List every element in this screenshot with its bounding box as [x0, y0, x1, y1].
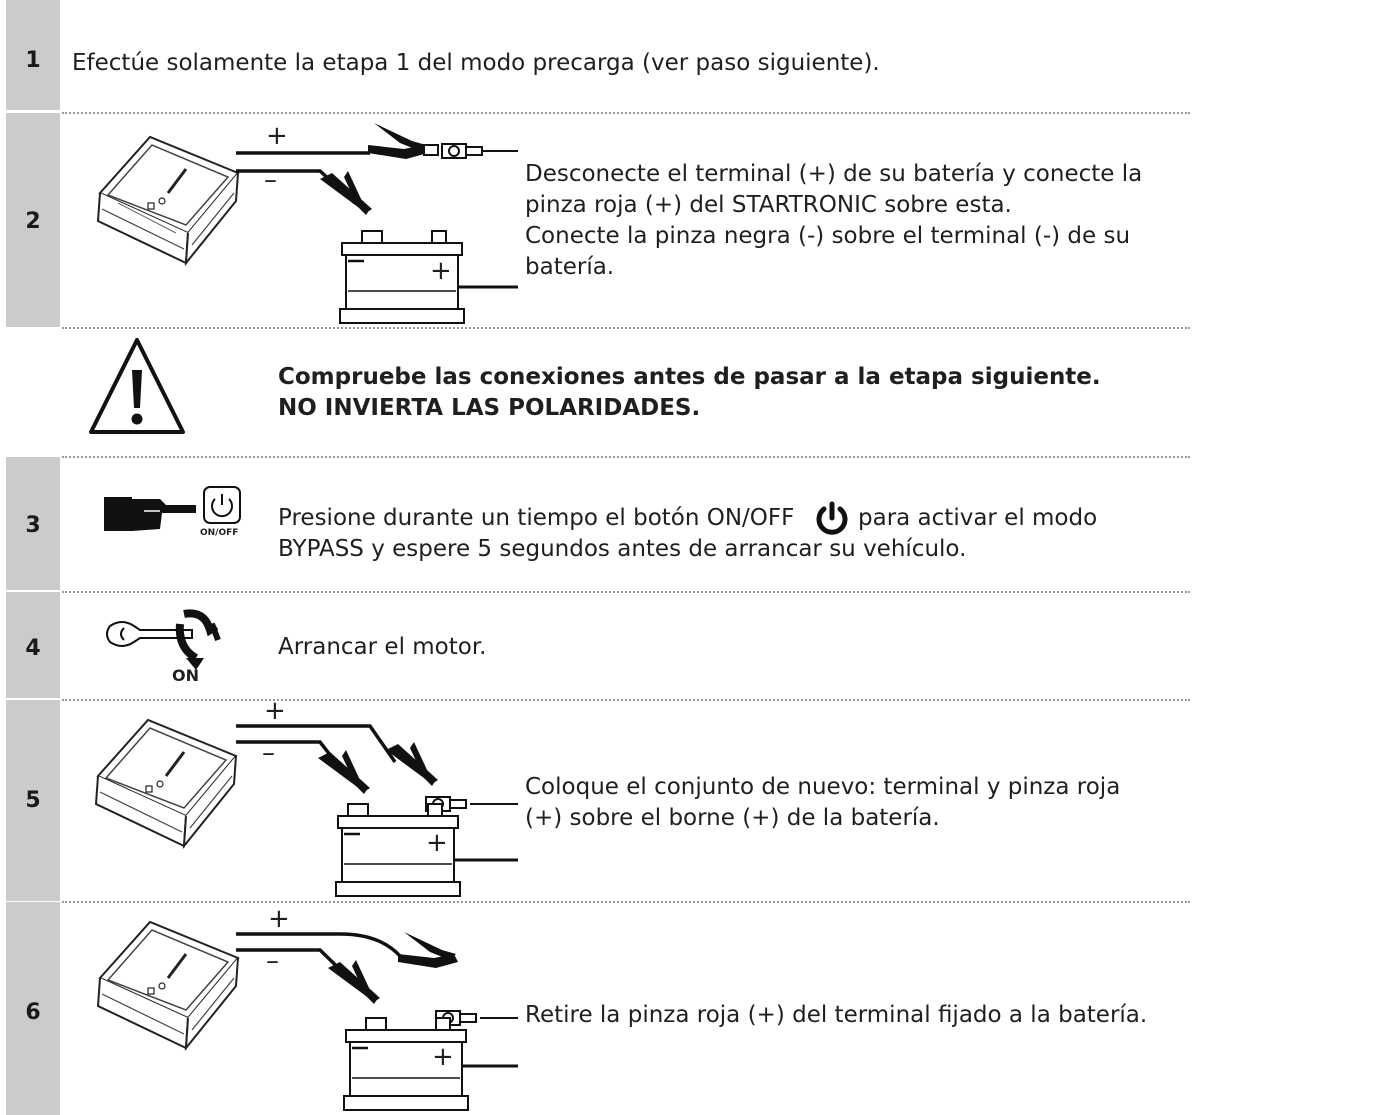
separator: [62, 456, 1190, 458]
red-clamp-icon: [398, 932, 458, 968]
plus-label: +: [266, 121, 288, 151]
step-5-text-line-1: Coloque el conjunto de nuevo: terminal y…: [525, 774, 1121, 800]
step-2-text-line-1: Desconecte el terminal (+) de su batería…: [525, 161, 1143, 187]
step-1: 1 Efectúe solamente la etapa 1 del modo …: [0, 0, 1190, 110]
step-number: 3: [25, 513, 41, 538]
power-symbol-icon: [816, 501, 848, 535]
separator: [62, 901, 1190, 903]
booster-device-icon: [96, 920, 240, 1052]
step-number: 1: [25, 48, 41, 73]
minus-label: –: [266, 946, 279, 976]
warning-text-line-1: Compruebe las conexiones antes de pasar …: [278, 364, 1101, 390]
step-3-text-line-1a: Presione durante un tiempo el botón ON/O…: [278, 505, 795, 531]
plus-label: +: [264, 696, 286, 726]
black-clamp-icon: [320, 171, 372, 215]
separator: [62, 327, 1190, 329]
red-clamp-icon: [368, 123, 439, 159]
step-4: 4 ON Arrancar el motor.: [0, 592, 1190, 698]
step-number: 5: [25, 788, 41, 813]
minus-label: –: [264, 165, 277, 195]
separator: [62, 591, 1190, 593]
battery-plus-label: +: [426, 828, 448, 858]
on-off-button-label: ON/OFF: [200, 528, 239, 538]
step-number-cell: [6, 113, 60, 327]
step-number-cell: [6, 592, 60, 698]
black-clamp-icon: [328, 960, 380, 1004]
warning-triangle-icon: [89, 338, 185, 434]
booster-device-icon: [94, 718, 238, 850]
key-on-label: ON: [172, 666, 199, 685]
power-button-icon: [203, 486, 241, 524]
step-number-cell: [6, 457, 60, 590]
step-6: 6 + – + Retire la pin: [0, 902, 1190, 1115]
minus-label: –: [262, 738, 275, 768]
step-number-cell: [6, 700, 60, 901]
red-clamp-icon: [386, 742, 438, 786]
step-2-text-line-4: batería.: [525, 254, 615, 280]
separator: [62, 699, 1190, 701]
step-2: 2 Desconecte el terminal (+) de su bater…: [0, 113, 1190, 327]
step-number: 6: [25, 1000, 41, 1025]
pointing-hand-icon: [104, 497, 196, 531]
battery-plus-label: +: [430, 256, 452, 286]
step-5-text-line-2: (+) sobre el borne (+) de la batería.: [525, 805, 940, 831]
step-6-text: Retire la pinza roja (+) del terminal fi…: [525, 1002, 1148, 1028]
battery-icon: [335, 803, 461, 897]
step-number: 4: [25, 636, 41, 661]
step-3-text-line-2: BYPASS y espere 5 segundos antes de arra…: [278, 536, 967, 562]
step-number-cell: [6, 902, 60, 1115]
step-3: 3 ON/OFF Presione durante un tiempo el b…: [0, 457, 1190, 590]
battery-plus-label: +: [432, 1042, 454, 1072]
battery-icon: [339, 230, 465, 324]
warning-text-line-2: NO INVIERTA LAS POLARIDADES.: [278, 395, 701, 421]
black-clamp-icon: [318, 750, 370, 794]
booster-device-icon: [96, 135, 240, 267]
warning-row: Compruebe las conexiones antes de pasar …: [0, 328, 1190, 454]
terminal-icon: [441, 143, 483, 159]
step-1-text: Efectúe solamente la etapa 1 del modo pr…: [72, 50, 880, 76]
step-2-text-line-2: pinza roja (+) del STARTRONIC sobre esta…: [525, 192, 1012, 218]
ignition-key-icon: [106, 609, 221, 670]
separator: [62, 112, 1190, 114]
step-number: 2: [25, 209, 41, 234]
step-number-cell: [6, 0, 60, 110]
step-5: 5 + – + Coloque el co: [0, 696, 1190, 901]
battery-icon: [343, 1017, 469, 1111]
plus-label: +: [268, 904, 290, 934]
step-3-text-line-1b: para activar el modo: [858, 505, 1098, 531]
step-4-text: Arrancar el motor.: [278, 634, 487, 660]
step-2-text-line-3: Conecte la pinza negra (-) sobre el term…: [525, 223, 1131, 249]
